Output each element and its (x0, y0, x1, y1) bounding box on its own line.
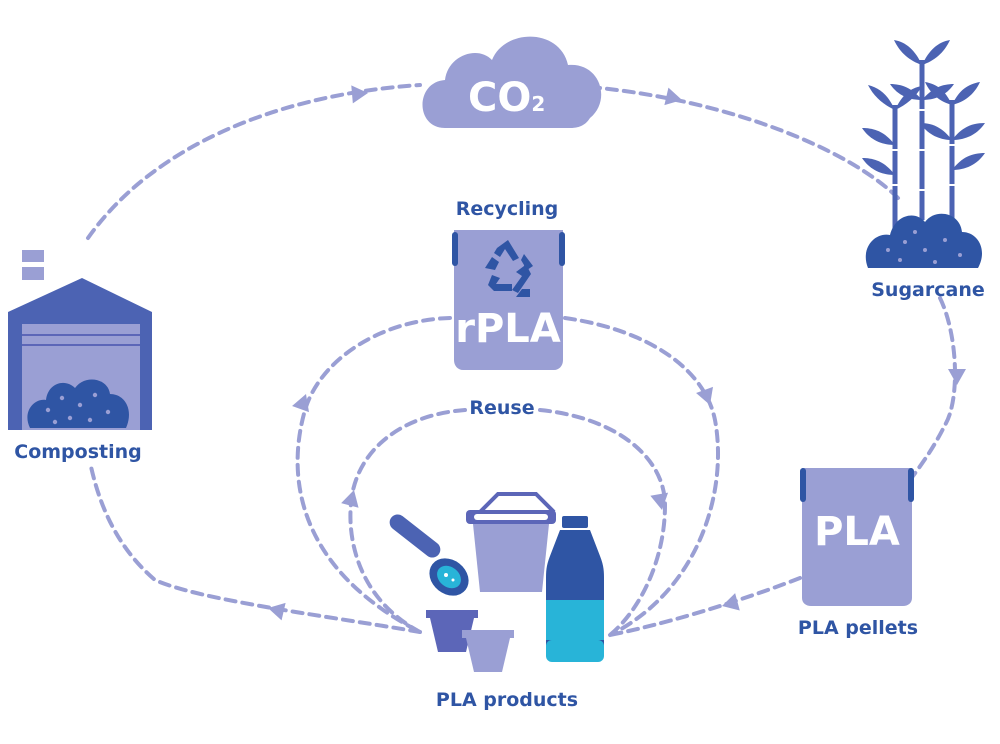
arrow-sugarcane-to-pellets (908, 296, 957, 482)
sugarcane-icon (862, 40, 985, 268)
sugarcane-label: Sugarcane (871, 279, 985, 301)
bottle-icon (546, 516, 604, 662)
factory-icon (8, 250, 152, 430)
composting-label: Composting (14, 441, 141, 463)
cup-icon (466, 492, 556, 592)
recycling-label: Recycling (456, 198, 559, 220)
spoon-icon (389, 514, 469, 596)
compost-mound (27, 379, 129, 428)
rpla-bag-label: rPLA (455, 306, 561, 352)
arrow-reuse-right (538, 408, 668, 637)
recycle-icon (485, 240, 533, 297)
arrow-products-to-compost (88, 460, 422, 634)
arrow-pellets-to-products (608, 576, 802, 637)
arrow-compost-to-co2 (86, 83, 422, 240)
pla-products-label: PLA products (436, 689, 578, 711)
reuse-label: Reuse (469, 397, 534, 419)
cloud-icon: CO2 (422, 36, 602, 128)
small-cups (426, 610, 514, 672)
co2-label: CO2 (468, 75, 545, 121)
arrow-recycle-left (295, 316, 452, 634)
rpla-bag: rPLA (452, 230, 565, 370)
arrow-co2-to-sugarcane (588, 85, 900, 200)
pla-pellets-label: PLA pellets (798, 617, 918, 639)
bag-icon: PLA (800, 468, 914, 606)
sugarcane-mound (865, 213, 983, 268)
arrow-recycle-right (563, 316, 720, 637)
pla-bag-label: PLA (814, 509, 900, 555)
